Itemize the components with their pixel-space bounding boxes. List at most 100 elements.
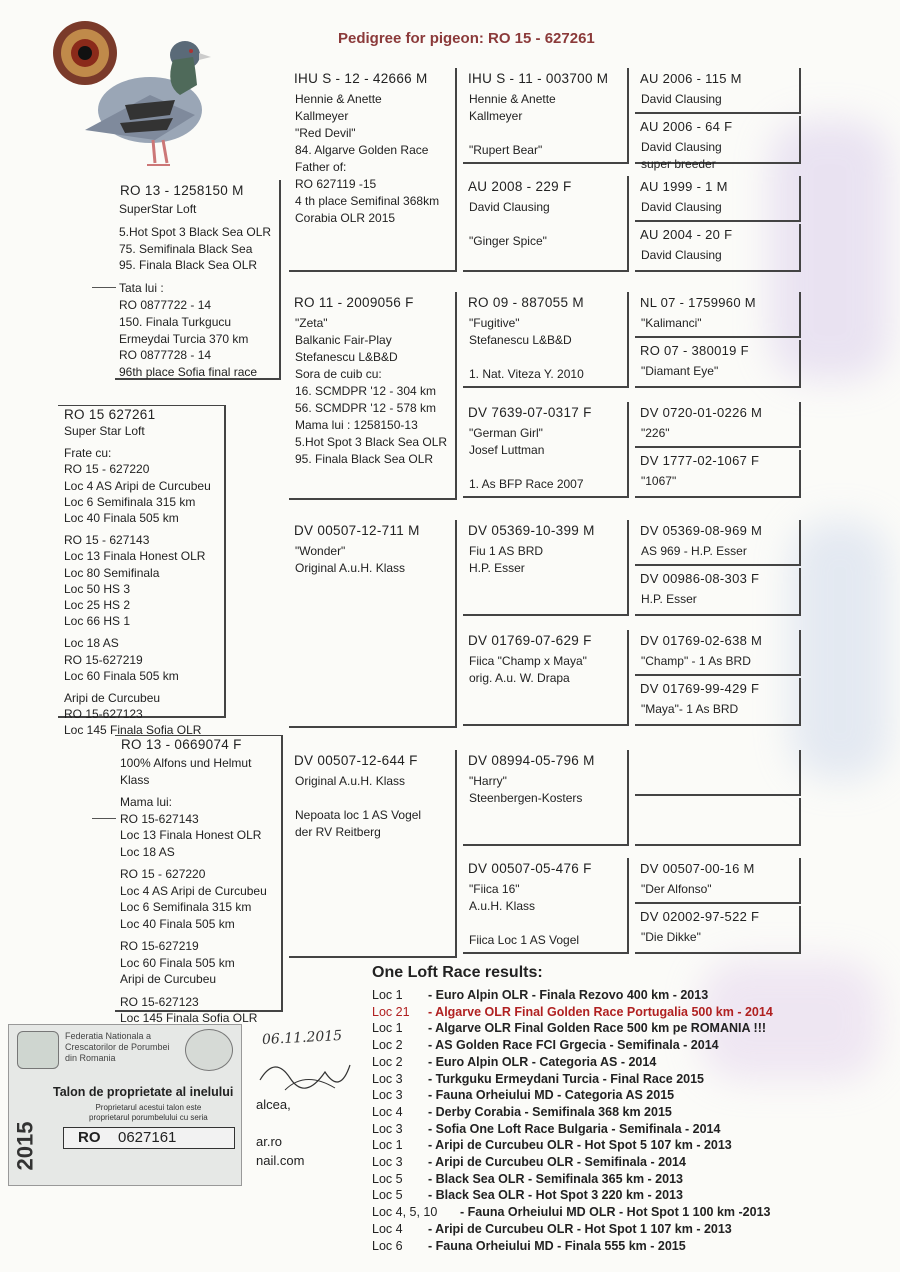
grandparent-box: DV 00507-12-711 M"Wonder"Original A.u.H.… (289, 520, 457, 728)
pedigree-line: 75. Semifinala Black Sea (119, 241, 253, 256)
result-text: - Fauna Orheiului MD - Categoria AS 2015 (428, 1088, 675, 1103)
stamp-ring-prefix: RO (78, 1129, 101, 1146)
great-great-grandparent-box (635, 798, 801, 846)
great-grandparent-box: RO 09 - 887055 M"Fugitive"Stefanescu L&B… (463, 292, 629, 388)
ring-number: DV 01769-99-429 F (640, 681, 760, 696)
pedigree-line: 1. Nat. Viteza Y. 2010 (469, 367, 584, 381)
result-row: Loc 4- Aripi de Curcubeu OLR - Hot Spot … (372, 1221, 773, 1238)
result-text: - Black Sea OLR - Semifinala 365 km - 20… (428, 1171, 683, 1186)
pedigree-line: Loc 4 AS Aripi de Curcubeu (120, 883, 267, 898)
great-great-grandparent-box: DV 1777-02-1067 F"1067" (635, 450, 801, 498)
pedigree-line: Loc 13 Finala Honest OLR (64, 549, 206, 564)
results-list: Loc 1 - Euro Alpin OLR - Finala Rezovo 40… (372, 987, 773, 1254)
pedigree-line: Loc 60 Finala 505 km (64, 668, 179, 683)
pedigree-line: Father of: (295, 160, 347, 174)
result-loc: Loc 5 (372, 1188, 403, 1203)
pedigree-line: RO 15-627219 (64, 652, 143, 667)
ring-number: DV 05369-10-399 M (468, 523, 595, 538)
federation-name: Federatia Nationala a Crescatorilor de P… (65, 1031, 170, 1064)
pedigree-line: "Zeta" (295, 316, 328, 330)
stamp-date: 06.11.2015 (261, 1027, 343, 1049)
results-title: One Loft Race results: (372, 964, 543, 981)
pedigree-line: Loc 145 Finala Sofia OLR (64, 723, 202, 738)
pedigree-line: "Rupert Bear" (469, 143, 543, 157)
great-great-grandparent-box: RO 07 - 380019 F"Diamant Eye" (635, 340, 801, 388)
great-great-grandparent-box (635, 750, 801, 796)
pedigree-line: 100% Alfons und Helmut (120, 756, 252, 770)
federation-line-1: Federatia Nationala a (65, 1031, 152, 1041)
pedigree-line: Fiica "Champ x Maya" (469, 654, 587, 668)
result-text: - Black Sea OLR - Hot Spot 3 220 km - 20… (428, 1188, 683, 1203)
pedigree-line: SuperStar Loft (119, 202, 197, 216)
pedigree-line: "Harry" (469, 774, 507, 788)
pedigree-line: Super Star Loft (64, 424, 145, 438)
great-great-grandparent-box: DV 00507-00-16 M"Der Alfonso" (635, 858, 801, 904)
result-row: Loc 4- Derby Corabia - Semifinala 368 km… (372, 1104, 773, 1121)
ring-number: DV 01769-02-638 M (640, 633, 763, 648)
federation-logo (17, 1031, 59, 1069)
result-text: - Euro Alpin OLR - Finala Rezovo 400 km … (428, 988, 709, 1002)
pedigree-line: 95. Finala Black Sea OLR (295, 452, 434, 466)
great-grandparent-box: DV 7639-07-0317 F"German Girl"Josef Lutt… (463, 402, 629, 498)
result-row: Loc 1- Algarve OLR Final Golden Race 500… (372, 1020, 773, 1037)
ring-number: DV 00507-12-644 F (294, 753, 418, 768)
pedigree-line: Kallmeyer (469, 109, 523, 123)
pedigree-line: 5.Hot Spot 3 Black Sea OLR (295, 435, 448, 449)
pedigree-line: Ermeydai Turcia 370 km (119, 331, 249, 346)
result-text: - Algarve OLR Final Golden Race 500 km p… (428, 1021, 767, 1036)
pedigree-line: RO 15-627143 (120, 811, 199, 826)
dam-connector (92, 818, 116, 819)
result-row: Loc 1- Aripi de Curcubeu OLR - Hot Spot … (372, 1137, 773, 1154)
grandparent-box: RO 11 - 2009056 F"Zeta"Balkanic Fair-Pla… (289, 292, 457, 500)
ring-number: IHU S - 12 - 42666 M (294, 71, 428, 86)
ring-number: DV 00507-00-16 M (640, 861, 755, 876)
result-row: Loc 2- Euro Alpin OLR - Categoria AS - 2… (372, 1054, 773, 1071)
result-loc: Loc 3 (372, 1088, 403, 1103)
great-great-grandparent-box: NL 07 - 1759960 M "Kalimanci" (635, 292, 801, 338)
ring-number: NL 07 - 1759960 M (640, 295, 756, 310)
result-loc: Loc 1 (372, 1138, 403, 1153)
pedigree-line: Hennie & Anette (469, 92, 556, 106)
pedigree-line: Balkanic Fair-Play (295, 333, 392, 347)
pedigree-line: 56. SCMDPR '12 - 578 km (295, 401, 437, 415)
pedigree-line: "Wonder" (295, 544, 346, 558)
sire-ring: RO 13 - 1258150 M (120, 183, 244, 198)
pedigree-line: Original A.u.H. Klass (295, 561, 406, 575)
pedigree-line: David Clausing (641, 248, 722, 262)
pedigree-line: AS 969 - H.P. Esser (641, 544, 747, 558)
result-text: - Fauna Orheiului MD - Finala 555 km - 2… (428, 1238, 686, 1253)
stamp-heading: Talon de proprietate al inelului (53, 1085, 234, 1099)
contact-fragment-3: nail.com (256, 1153, 305, 1168)
federation-line-2: Crescatorilor de Porumbei (65, 1042, 170, 1052)
pedigree-line: Loc 40 Finala 505 km (64, 511, 179, 525)
pedigree-line: Loc 18 AS (120, 844, 175, 859)
pedigree-line: "Diamant Eye" (641, 364, 719, 378)
ring-number: RO 09 - 887055 M (468, 295, 584, 310)
pedigree-line: der RV Reitberg (295, 825, 381, 839)
pedigree-line: Klass (120, 772, 150, 787)
pedigree-line: "226" (641, 426, 670, 440)
pedigree-line: RO 15-627219 (120, 939, 199, 953)
ring-number: DV 02002-97-522 F (640, 909, 760, 924)
signature (255, 1050, 355, 1100)
pedigree-line: Loc 25 HS 2 (64, 598, 131, 612)
dam-box: RO 13 - 0669074 F 100% Alfons und Helmut… (115, 735, 283, 1025)
pedigree-line: H.P. Esser (469, 561, 525, 575)
result-loc: Loc 3 (372, 1155, 403, 1170)
pedigree-line: "Kalimanci" (641, 316, 702, 330)
ring-number: AU 1999 - 1 M (640, 179, 728, 194)
subject-ring: RO 15 627261 (64, 407, 156, 422)
pedigree-line: Fiica Loc 1 AS Vogel (469, 933, 580, 947)
pedigree-line: "1067" (641, 474, 677, 488)
result-loc: Loc 1 (372, 988, 403, 1002)
pedigree-line: Kallmeyer (295, 109, 349, 123)
pedigree-line: "German Girl" (469, 426, 543, 440)
pedigree-line: Mama lui: (120, 795, 173, 809)
stamp-sub-2: proprietarul porumbelului cu seria (89, 1113, 208, 1122)
pedigree-line: Aripi de Curcubeu (120, 972, 217, 986)
pedigree-line: Loc 80 Semifinala (64, 565, 160, 580)
